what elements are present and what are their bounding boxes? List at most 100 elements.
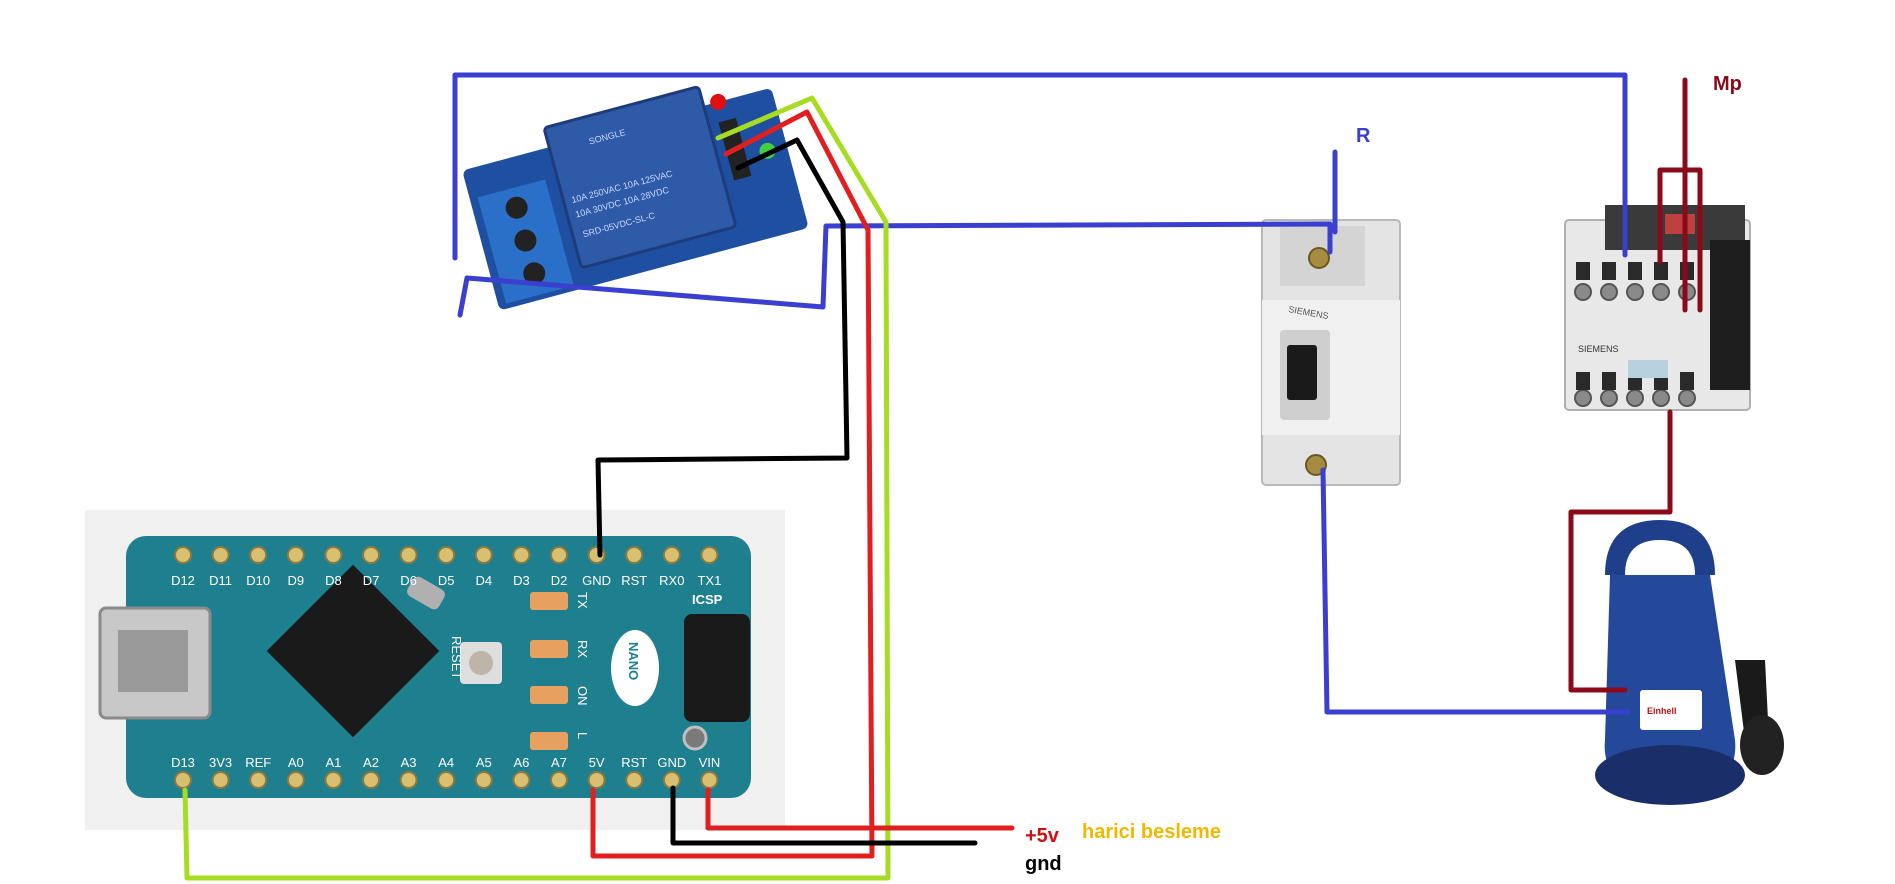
wires (182, 72, 1703, 881)
top-pin-hole (324, 546, 343, 564)
bottom-pin-hole (286, 771, 305, 789)
top-pin-label: D4 (475, 573, 492, 588)
top-pin-label: D2 (551, 573, 568, 588)
pump-base (1595, 745, 1745, 805)
wire-green-d13 (182, 95, 891, 881)
pump-brand: Einhell (1647, 706, 1677, 716)
top-pin-label: GND (582, 573, 611, 588)
contactor-brand: SIEMENS (1578, 344, 1619, 354)
top-pin-label: D6 (400, 573, 417, 588)
breaker-screw-top (1308, 247, 1330, 269)
bottom-pin-hole (174, 771, 192, 789)
top-pin-label: D11 (209, 573, 232, 588)
top-pin-hole (662, 546, 681, 564)
pump-body (1604, 575, 1736, 795)
pump-handle (1605, 520, 1715, 575)
bottom-pin-hole (587, 771, 606, 789)
contactor-terminal-slot (1602, 262, 1616, 280)
pump-outlet-nozzle (1740, 715, 1784, 775)
nano-label: NANO (626, 642, 641, 680)
top-pin-hole (249, 546, 268, 564)
led-l (530, 732, 568, 750)
contactor-terminal-slot (1576, 372, 1590, 390)
icsp-label: ICSP (692, 592, 723, 607)
crystal (407, 576, 445, 610)
bottom-pin-hole (211, 771, 230, 789)
circuit-breaker: SIEMENS (1261, 219, 1401, 486)
top-pin-hole (211, 546, 230, 564)
wire-blue-breaker-pump (1320, 467, 1631, 715)
contactor-side (1710, 240, 1750, 390)
bottom-pin-label: A1 (325, 755, 341, 770)
atmega-chip (266, 564, 440, 738)
bottom-pin-label: A0 (288, 755, 304, 770)
bottom-pin-label: D13 (171, 755, 195, 770)
top-pin-hole (700, 546, 719, 564)
bottom-pin-label: A7 (551, 755, 567, 770)
contactor: SIEMENS (1564, 205, 1751, 411)
label-external-supply: harici besleme (1082, 821, 1221, 843)
contactor-terminal-screw (1574, 389, 1592, 407)
bottom-pin-hole (324, 771, 343, 789)
wire-black-gnd-external (670, 785, 978, 846)
breaker-toggle (1287, 345, 1317, 400)
reset-label: RESET (449, 636, 464, 679)
bottom-pin-hole (700, 771, 719, 789)
bottom-pin-hole (362, 771, 380, 789)
wire-blue-relay-breaker (457, 221, 1333, 318)
top-pin-label: D10 (246, 573, 270, 588)
contactor-window (1628, 360, 1668, 378)
bottom-pin-label: A4 (438, 755, 454, 770)
bottom-pin-label: GND (657, 755, 686, 770)
wire-red-5v (590, 109, 875, 859)
relay-cube (543, 85, 737, 269)
label-r: R (1356, 125, 1371, 147)
top-pin-hole (437, 546, 456, 564)
contactor-terminal-screw (1626, 389, 1644, 407)
submersible-pump: Einhell (1595, 520, 1784, 805)
top-pin-label: D12 (171, 573, 195, 588)
terminal-screw-1 (505, 196, 528, 219)
top-pin-label: D5 (438, 573, 455, 588)
top-pin-hole (625, 546, 644, 564)
bottom-pin-label: A3 (401, 755, 417, 770)
pump-brand-plate (1640, 690, 1702, 730)
arduino-pcb (126, 536, 751, 798)
label-mp: Mp (1713, 73, 1742, 95)
bottom-pin-label: REF (245, 755, 271, 770)
contactor-terminal-slot (1576, 262, 1590, 280)
top-pin-label: RST (621, 573, 647, 588)
top-pin-label: D7 (363, 573, 380, 588)
top-pin-label: RX0 (659, 573, 684, 588)
bottom-pin-label: RST (621, 755, 647, 770)
contactor-terminal-slot (1654, 262, 1668, 280)
wire-blue-relay-contactor (452, 72, 1628, 261)
contactor-terminal-screw (1600, 283, 1618, 301)
bottom-pin-label: A2 (363, 755, 379, 770)
bottom-pin-hole (437, 771, 456, 789)
bottom-pin-label: VIN (699, 755, 721, 770)
bottom-pin-hole (662, 771, 681, 789)
usb-port (118, 630, 188, 692)
top-pin-hole (362, 546, 380, 564)
bottom-pin-hole (249, 771, 268, 789)
bottom-pin-hole (399, 771, 418, 789)
reset-button-cap (469, 651, 493, 675)
top-pin-hole (474, 546, 493, 564)
label-gnd: gnd (1025, 853, 1062, 875)
contactor-terminal-screw (1600, 389, 1618, 407)
led-label-on: ON (575, 686, 590, 706)
mounting-hole (682, 725, 708, 751)
top-pin-hole (550, 546, 568, 564)
contactor-terminal-screw (1678, 389, 1696, 407)
contactor-terminal-screw (1626, 283, 1644, 301)
top-pin-label: D3 (513, 573, 530, 588)
bottom-pin-label: 5V (589, 755, 605, 770)
relay-led-red (710, 93, 727, 110)
contactor-terminal-screw (1574, 283, 1592, 301)
top-pin-hole (174, 546, 192, 564)
